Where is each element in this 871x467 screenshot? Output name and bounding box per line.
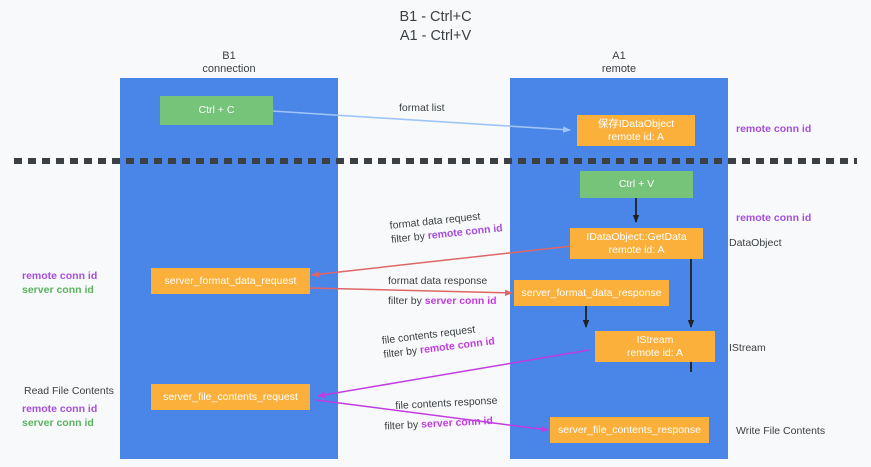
column-header-b1-name: B1 <box>222 50 236 62</box>
annotation-right-dataobject: DataObject <box>729 236 782 250</box>
node-getdata[interactable]: IDataObject::GetData remote id: A <box>570 228 703 259</box>
node-idataobject-line2: remote id: A <box>607 130 665 143</box>
annotation-right-top-remote-conn-id: remote conn id <box>736 122 811 136</box>
node-idataobject[interactable]: 保存IDataObject remote id: A <box>577 115 695 146</box>
node-server-format-data-response[interactable]: server_format_data_response <box>514 280 669 306</box>
edge-label-format-list: format list <box>399 101 445 115</box>
node-server-format-data-response-label: server_format_data_response <box>521 286 662 299</box>
node-ctrl-v-label: Ctrl + V <box>618 178 655 190</box>
edge-label-format-data-request: format data request filter by remote con… <box>389 207 503 247</box>
node-server-file-contents-request-label: server_file_contents_request <box>163 390 298 403</box>
node-server-file-contents-response-label: server_file_contents_response <box>557 423 701 436</box>
edge-label-file-contents-response-filter-key: server conn id <box>420 414 494 431</box>
node-ctrl-c[interactable]: Ctrl + C <box>160 96 273 125</box>
edge-label-file-contents-request-filter-prefix: filter by <box>382 344 421 361</box>
node-ctrl-c-label: Ctrl + C <box>198 104 235 116</box>
edge-label-format-data-response-text: format data response <box>388 275 488 287</box>
node-idataobject-line1: 保存IDataObject <box>597 117 675 130</box>
annotation-left-low-conn-ids: remote conn id server conn id <box>22 402 97 430</box>
annotation-left-mid-remote-conn-id-text: remote conn id <box>22 270 98 282</box>
annotation-left-low-server-conn-id-text: server conn id <box>22 417 94 429</box>
node-server-file-contents-request[interactable]: server_file_contents_request <box>151 384 310 410</box>
node-ctrl-v[interactable]: Ctrl + V <box>580 171 693 198</box>
column-header-b1-sub: connection <box>202 63 256 75</box>
annotation-right-write-file-contents: Write File Contents <box>736 424 825 438</box>
edge-label-file-contents-response-text: file contents response <box>395 394 498 412</box>
section-divider <box>14 158 857 164</box>
node-istream-line2: remote id: A <box>626 346 684 359</box>
annotation-right-dataobject-text: DataObject <box>729 237 782 249</box>
annotation-right-write-file-contents-text: Write File Contents <box>736 425 826 437</box>
annotation-left-mid-server-conn-id-text: server conn id <box>22 284 94 296</box>
column-header-a1-sub: remote <box>601 63 637 75</box>
edge-label-format-data-response-filter-key: server conn id <box>424 295 497 307</box>
annotation-right-mid-remote-conn-id-text: remote conn id <box>736 212 812 224</box>
node-server-format-data-request[interactable]: server_format_data_request <box>151 268 310 294</box>
annotation-left-read-file-contents: Read File Contents <box>24 384 114 398</box>
annotation-left-read-file-contents-text: Read File Contents <box>24 385 114 397</box>
annotation-right-istream: IStream <box>729 341 766 355</box>
edge-label-file-contents-response-filter-prefix: filter by <box>384 418 422 433</box>
node-istream[interactable]: IStream remote id: A <box>595 331 715 362</box>
title-line-1: B1 - Ctrl+C <box>399 9 472 25</box>
edge-label-format-list-text: format list <box>399 102 445 114</box>
annotation-left-mid-conn-ids: remote conn id server conn id <box>22 269 97 297</box>
column-header-a1-name: A1 <box>612 50 626 62</box>
node-istream-line1: IStream <box>636 333 674 346</box>
annotation-right-istream-text: IStream <box>729 342 766 354</box>
node-server-file-contents-response[interactable]: server_file_contents_response <box>550 417 709 443</box>
edge-label-format-data-response-filter-prefix: filter by <box>388 295 425 307</box>
edge-label-file-contents-response: file contents response filter by server … <box>384 394 499 433</box>
diagram-title: B1 - Ctrl+C A1 - Ctrl+V <box>0 8 871 46</box>
column-header-a1: A1 remote <box>510 50 728 76</box>
edge-label-format-data-response: format data response filter by server co… <box>388 274 497 308</box>
annotation-right-top-remote-conn-id-text: remote conn id <box>736 123 812 135</box>
node-getdata-line2: remote id: A <box>608 243 665 256</box>
annotation-left-low-remote-conn-id-text: remote conn id <box>22 403 98 415</box>
title-line-2: A1 - Ctrl+V <box>399 28 472 44</box>
edge-label-format-data-request-filter-prefix: filter by <box>390 230 429 246</box>
column-header-b1: B1 connection <box>120 50 338 76</box>
edge-label-file-contents-request: file contents request filter by remote c… <box>381 320 496 361</box>
node-getdata-line1: IDataObject::GetData <box>586 230 687 243</box>
node-server-format-data-request-label: server_format_data_request <box>164 274 297 287</box>
annotation-right-mid-remote-conn-id: remote conn id <box>736 211 811 225</box>
